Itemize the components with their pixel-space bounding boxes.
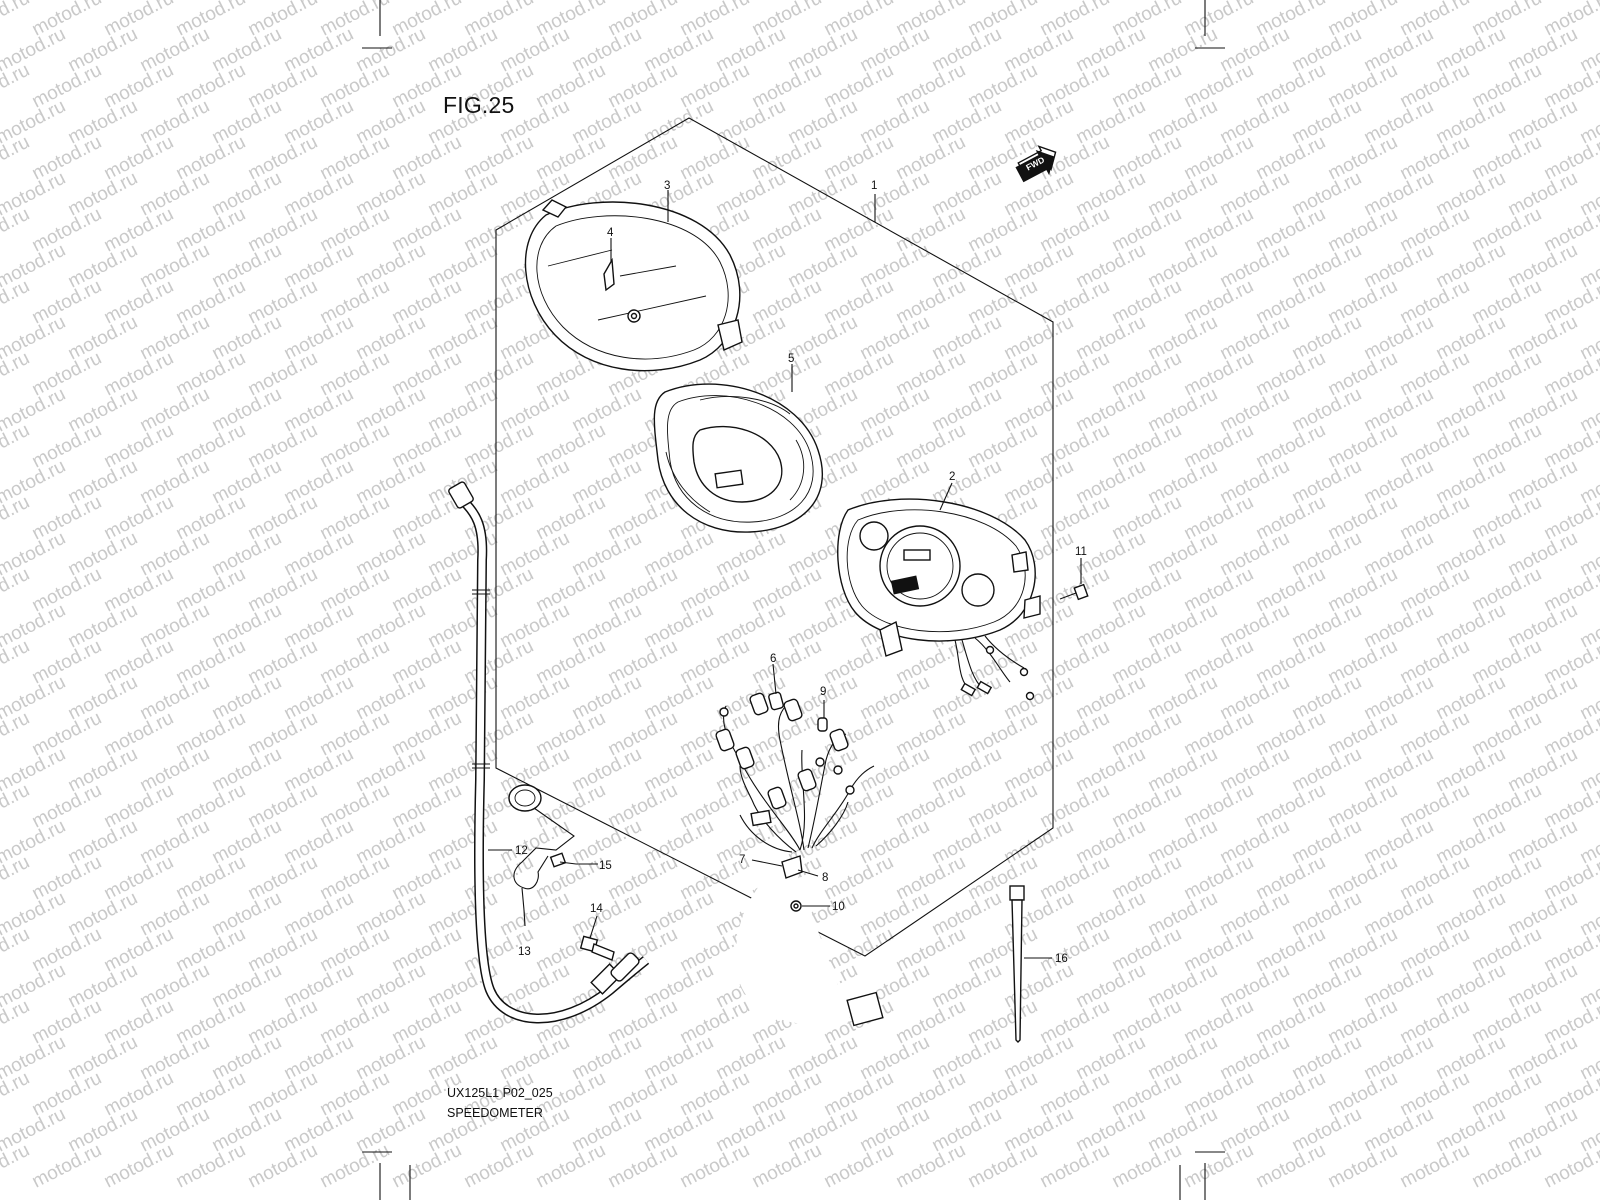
- watermark-text: motod.ru: [533, 1140, 609, 1193]
- callout-4: 4: [607, 227, 614, 239]
- callout-7: 7: [739, 854, 745, 866]
- callout-10: 10: [832, 901, 845, 913]
- watermark-text: motod.ru: [677, 1140, 753, 1193]
- watermark-text: motod.ru: [605, 1140, 681, 1193]
- callout-5: 5: [788, 353, 794, 365]
- figure-model-code: UX125L1 P02_025: [447, 1086, 553, 1100]
- watermark-text: motod.ru: [317, 1140, 393, 1193]
- callout-12: 12: [515, 845, 528, 857]
- watermark-text: motod.ru: [173, 1140, 249, 1193]
- callout-13: 13: [518, 946, 531, 958]
- watermark-text: motod.ru: [1541, 1140, 1600, 1193]
- watermark-text: motod.ru: [821, 1140, 897, 1193]
- callout-3: 3: [664, 180, 670, 192]
- callout-15: 15: [599, 860, 612, 872]
- watermark-text: motod.ru: [245, 1140, 321, 1193]
- watermark-text: motod.ru: [1037, 1140, 1113, 1193]
- figure-section-name: SPEEDOMETER: [447, 1106, 543, 1120]
- watermark-text: motod.ru: [965, 1140, 1041, 1193]
- watermark-text: motod.ru: [893, 1140, 969, 1193]
- figure-title: FIG.25: [443, 92, 515, 118]
- callout-6: 6: [770, 653, 776, 665]
- watermark-text: motod.ru: [389, 1140, 465, 1193]
- callout-16: 16: [1055, 953, 1068, 965]
- watermark-text: motod.ru: [1109, 1140, 1185, 1193]
- callout-11: 11: [1075, 546, 1087, 558]
- part-14-bolt: [579, 935, 615, 961]
- watermark-text: motod.ru: [1253, 1140, 1329, 1193]
- callout-1: 1: [871, 180, 877, 192]
- watermark-text: motod.ru: [749, 1140, 825, 1193]
- watermark-text: motod.ru: [1397, 1140, 1473, 1193]
- watermark-text: motod.ru: [1181, 1140, 1257, 1193]
- watermark-text: motod.ru: [0, 0, 33, 40]
- watermark-text: motod.ru: [1577, 0, 1600, 4]
- watermark-text: motod.ru: [1469, 1140, 1545, 1193]
- watermark-text: motod.ru: [101, 1140, 177, 1193]
- watermark-text: motod.ru: [461, 1140, 537, 1193]
- callout-14: 14: [590, 903, 603, 915]
- part-10-screw: [790, 900, 802, 912]
- callout-8: 8: [822, 872, 828, 884]
- watermark-text: motod.ru: [1325, 1140, 1401, 1193]
- callout-9: 9: [820, 686, 826, 698]
- callout-2: 2: [949, 471, 955, 483]
- watermark-text: motod.ru: [29, 1140, 105, 1193]
